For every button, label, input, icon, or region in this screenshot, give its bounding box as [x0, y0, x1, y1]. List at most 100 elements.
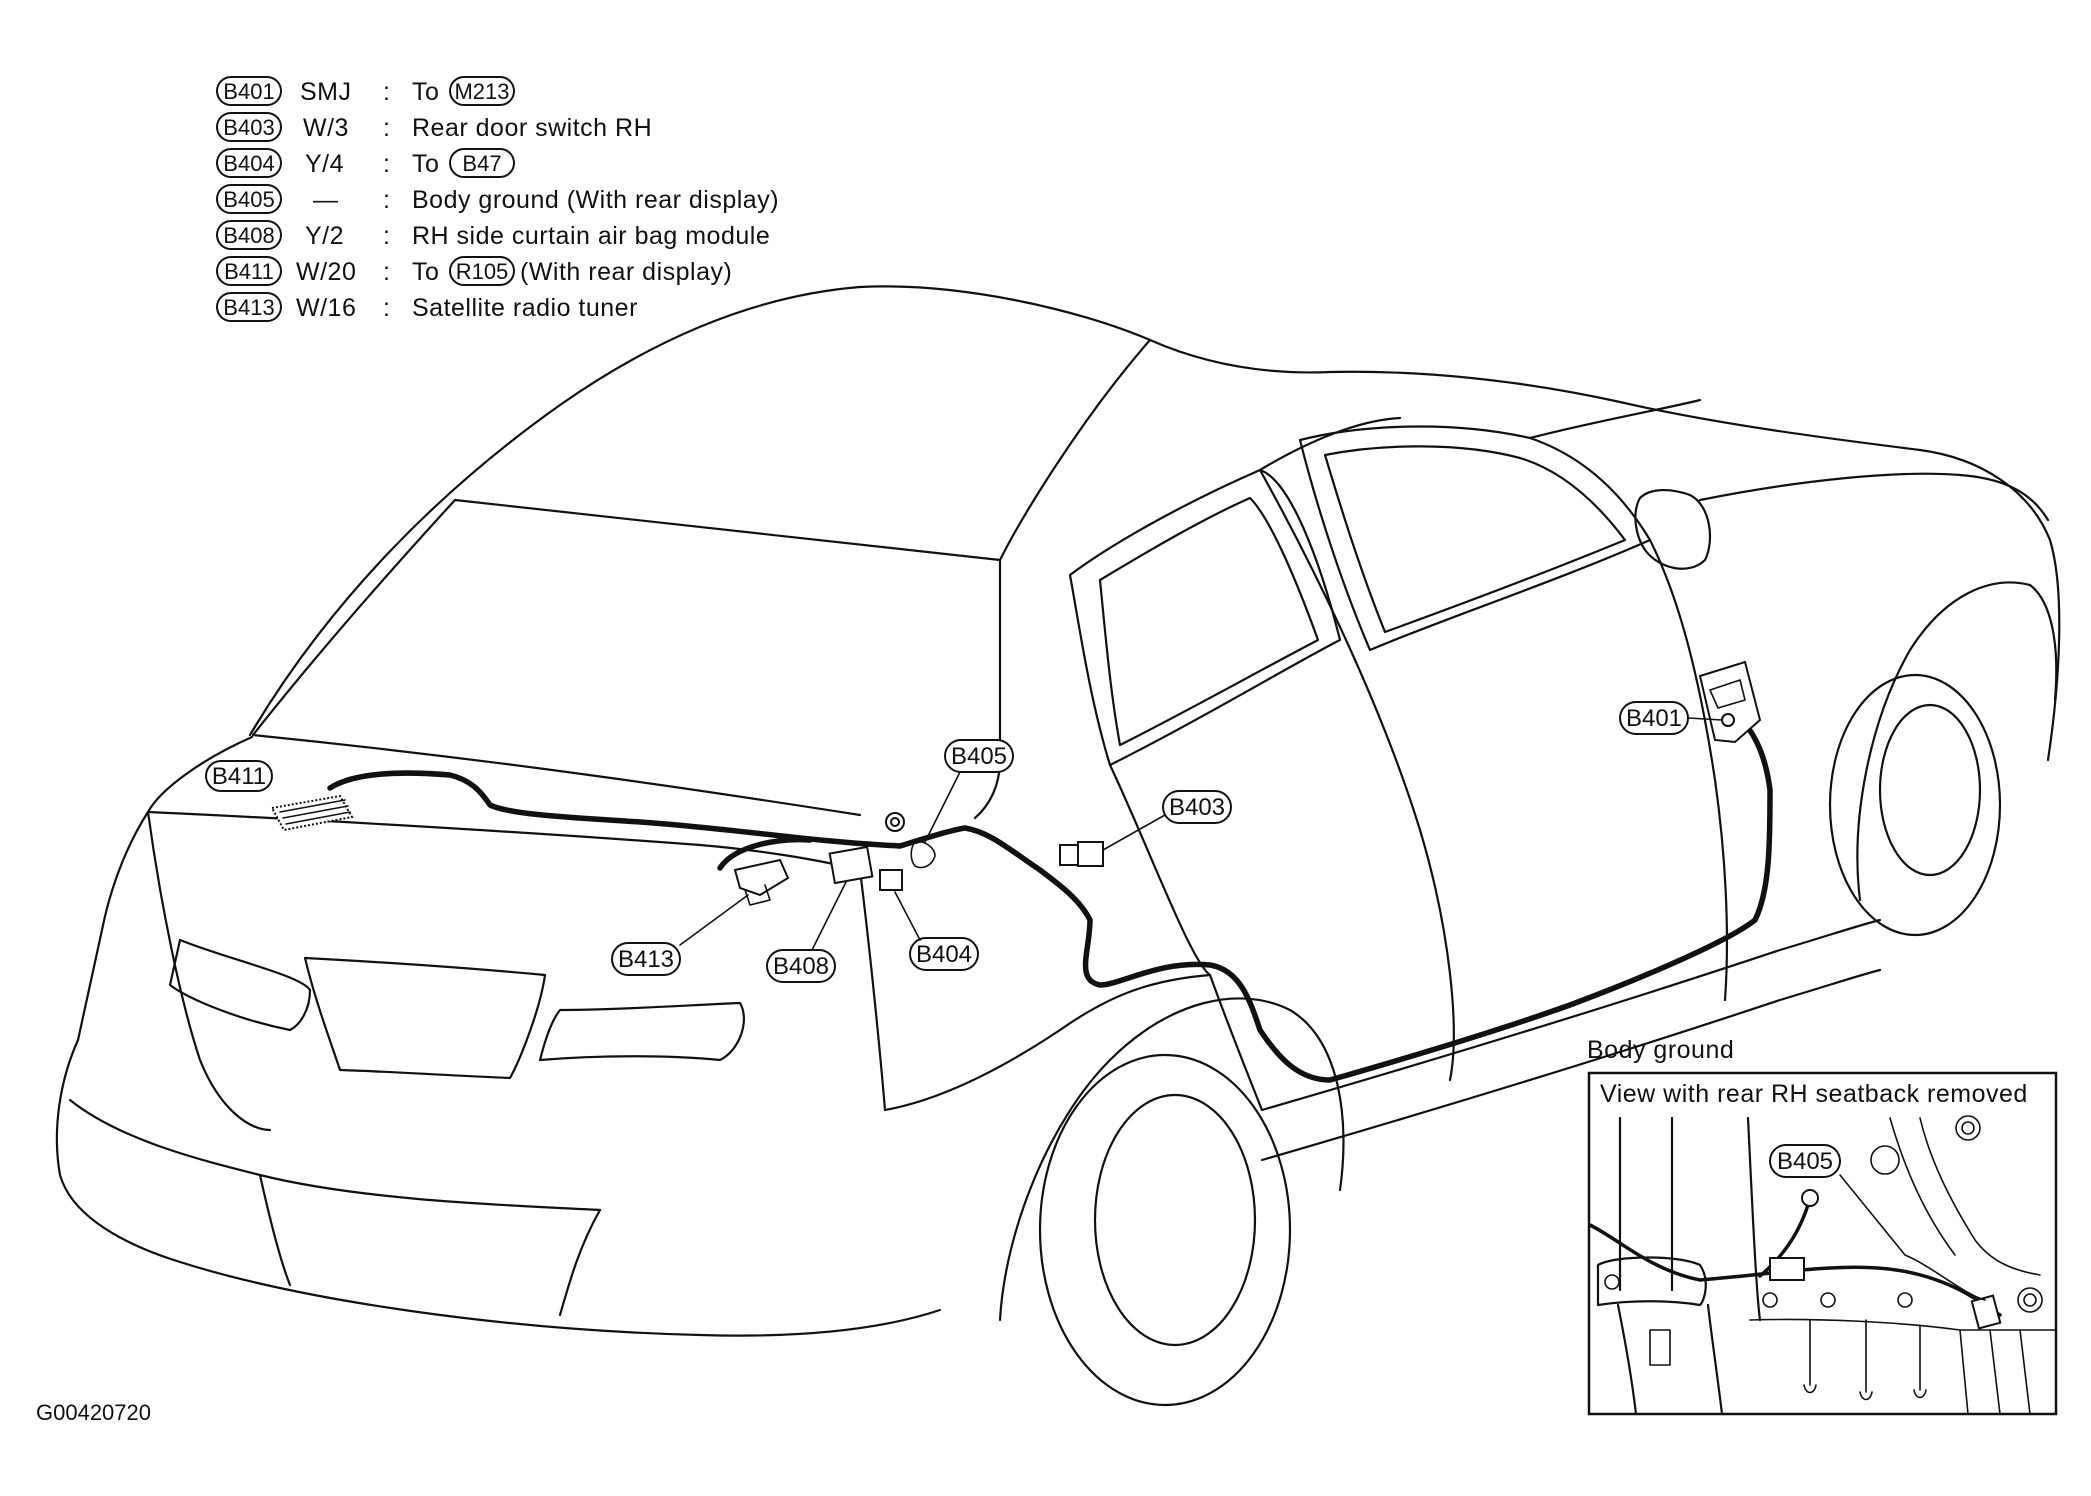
legend-ref-pill — [449, 76, 515, 106]
callout-b408-pill — [766, 949, 836, 983]
inset-heading: Body ground — [1587, 1036, 1734, 1064]
legend-colon: : — [383, 294, 390, 322]
front-rim — [1878, 703, 1982, 877]
legend-code-pill — [216, 220, 282, 250]
connectors — [270, 660, 1762, 906]
trunk-lid — [146, 810, 862, 872]
tail-light-left — [168, 938, 312, 1032]
inset-caption: View with rear RH seatback removed — [1600, 1080, 2028, 1108]
side-mirror — [1634, 489, 1712, 570]
inset-leader — [1839, 1174, 1986, 1301]
callout-b404: B404 — [916, 941, 972, 968]
legend-desc: RH side curtain air bag module — [412, 222, 770, 250]
legend-row: B405 — : Body ground (With rear display) — [216, 184, 779, 214]
callout-b404-pill — [909, 937, 979, 971]
rear-rim — [1093, 1093, 1257, 1347]
legend-ref-pill — [449, 148, 515, 178]
legend-code: B403 — [223, 115, 274, 140]
inset-floor-lines — [1959, 1329, 2031, 1415]
rear-door-window-frame — [1068, 468, 1342, 767]
legend-code: B405 — [223, 187, 274, 212]
legend-spec: W/20 — [296, 258, 356, 286]
trunk-outline — [76, 735, 254, 1042]
inset-hole — [1955, 1115, 1981, 1141]
inset-harness — [1588, 1223, 2002, 1317]
legend-colon: : — [383, 222, 390, 250]
legend-colon: : — [383, 78, 390, 106]
rocker-lower — [1260, 968, 1882, 1162]
legend-row: B403 W/3 : Rear door switch RH — [216, 112, 652, 142]
legend-spec: W/16 — [296, 294, 356, 322]
a-pillar-line — [1528, 398, 1702, 440]
tail-light-right — [538, 1001, 745, 1062]
callout-b413: B413 — [618, 946, 674, 973]
legend-spec: Y/2 — [305, 222, 344, 250]
c-pillar — [973, 558, 1002, 820]
legend-desc: Satellite radio tuner — [412, 294, 638, 322]
inset-side-panel — [1919, 1117, 2041, 1276]
legend-code: B411 — [224, 259, 274, 284]
rear-door-window-inner — [1098, 496, 1320, 747]
legend-code-pill — [216, 112, 282, 142]
legend-colon: : — [383, 186, 390, 214]
inset-belt-slot — [1649, 1329, 1671, 1366]
front-door-window — [1298, 425, 1652, 652]
legend-row: B408 Y/2 : RH side curtain air bag modul… — [216, 220, 770, 250]
inset-frame — [1587, 1071, 2058, 1416]
leader-b403 — [1102, 814, 1166, 851]
legend-spec: Y/4 — [305, 150, 344, 178]
legend-code-pill — [216, 76, 282, 106]
harness-main — [327, 770, 903, 849]
rear-quarter — [883, 973, 1212, 1112]
inset-ground-lead — [1758, 1203, 1810, 1278]
rocker-panel — [1260, 918, 1882, 1112]
bumper-right-drop — [558, 1208, 602, 1317]
callout-b408: B408 — [773, 953, 829, 980]
legend-code-pill — [216, 148, 282, 178]
front-tire — [1828, 673, 2002, 937]
legend-colon: : — [383, 114, 390, 142]
rear-door-front-edge — [1258, 416, 1402, 472]
inset-hole-inner — [2023, 1293, 2037, 1307]
bumper-crease — [68, 1098, 602, 1212]
ground-bolt-center — [890, 817, 900, 827]
callout-b411-pill — [205, 760, 273, 792]
legend-code: B413 — [223, 295, 274, 320]
legend-desc: Body ground (With rear display) — [412, 186, 779, 214]
legend-code-pill — [216, 184, 282, 214]
inset-floor-rib — [1809, 1319, 1921, 1393]
inset-hole — [2017, 1287, 2043, 1313]
b-pillar — [1258, 468, 1455, 1082]
legend-row: B413 W/16 : Satellite radio tuner — [216, 292, 638, 322]
callout-b413-pill — [611, 942, 681, 976]
inset-hole — [1604, 1274, 1620, 1290]
wiring-harness — [327, 712, 1773, 1083]
car-illustration — [55, 285, 2061, 1407]
legend-ref: M213 — [454, 79, 509, 104]
connector-b403-b — [1077, 841, 1104, 867]
legend-code: B401 — [223, 79, 274, 104]
figure-id: G00420720 — [36, 1400, 151, 1425]
legend-code-pill — [216, 292, 282, 322]
inset-side-panel-b — [1889, 1117, 1956, 1256]
harness-to-door — [897, 712, 1773, 1083]
connector-b411-hatch — [279, 799, 351, 825]
connector-b401 — [1698, 660, 1762, 744]
inset-hole — [1820, 1292, 1836, 1308]
license-plate-recess — [303, 956, 547, 1080]
inset-callout-b405: B405 — [1777, 1148, 1833, 1175]
legend-row: B401 SMJ : To M213 — [216, 76, 515, 106]
legend-desc: To — [412, 150, 439, 178]
inset-callout-pill — [1769, 1144, 1841, 1178]
rear-window-bottom — [251, 733, 862, 817]
c-pillar-outer — [998, 338, 1152, 562]
legend-row: B404 Y/4 : To B47 — [216, 148, 515, 178]
legend-desc: To — [412, 258, 439, 286]
leader-b405 — [924, 771, 961, 843]
callout-b405-pill — [944, 739, 1014, 773]
inset-panel: Body ground View with rear RH seatback r… — [1587, 1036, 2058, 1416]
legend-code-pill — [216, 256, 282, 286]
hood-line — [1698, 472, 2050, 522]
inset-hole — [1762, 1292, 1778, 1308]
